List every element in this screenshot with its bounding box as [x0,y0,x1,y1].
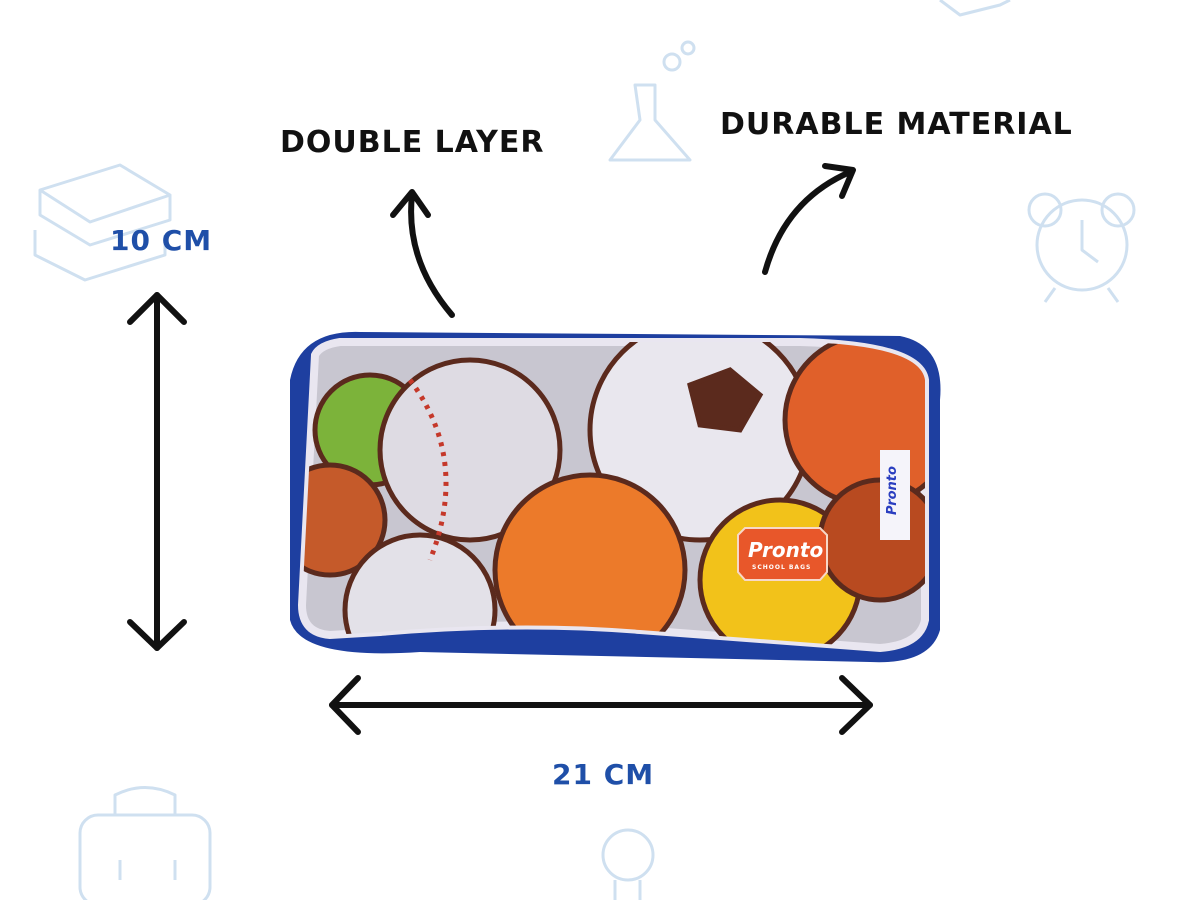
durable-material-callout: DURABLE MATERIAL [720,107,1073,142]
double-layer-arrow-icon [390,189,455,318]
books-doodle-icon [33,163,172,282]
logo-patch [737,527,828,581]
alarm-clock-doodle-icon [1027,192,1136,303]
side-tag [880,450,910,540]
width-arrow-icon [329,675,873,735]
width-dimension-label: 21 CM [552,758,655,791]
flask-doodle-icon [608,40,696,162]
briefcase-doodle-icon [78,786,212,900]
brand-sub-text: SCHOOL BAGS [752,564,812,571]
lightbulb-doodle-icon [601,828,655,900]
height-arrow-icon [127,292,187,651]
double-layer-callout: DOUBLE LAYER [280,125,545,160]
durable-material-arrow-icon [762,163,856,275]
height-dimension-label: 10 CM [110,224,213,257]
brand-logo-text: Pronto [748,538,824,562]
book-doodle-icon [939,0,1011,17]
